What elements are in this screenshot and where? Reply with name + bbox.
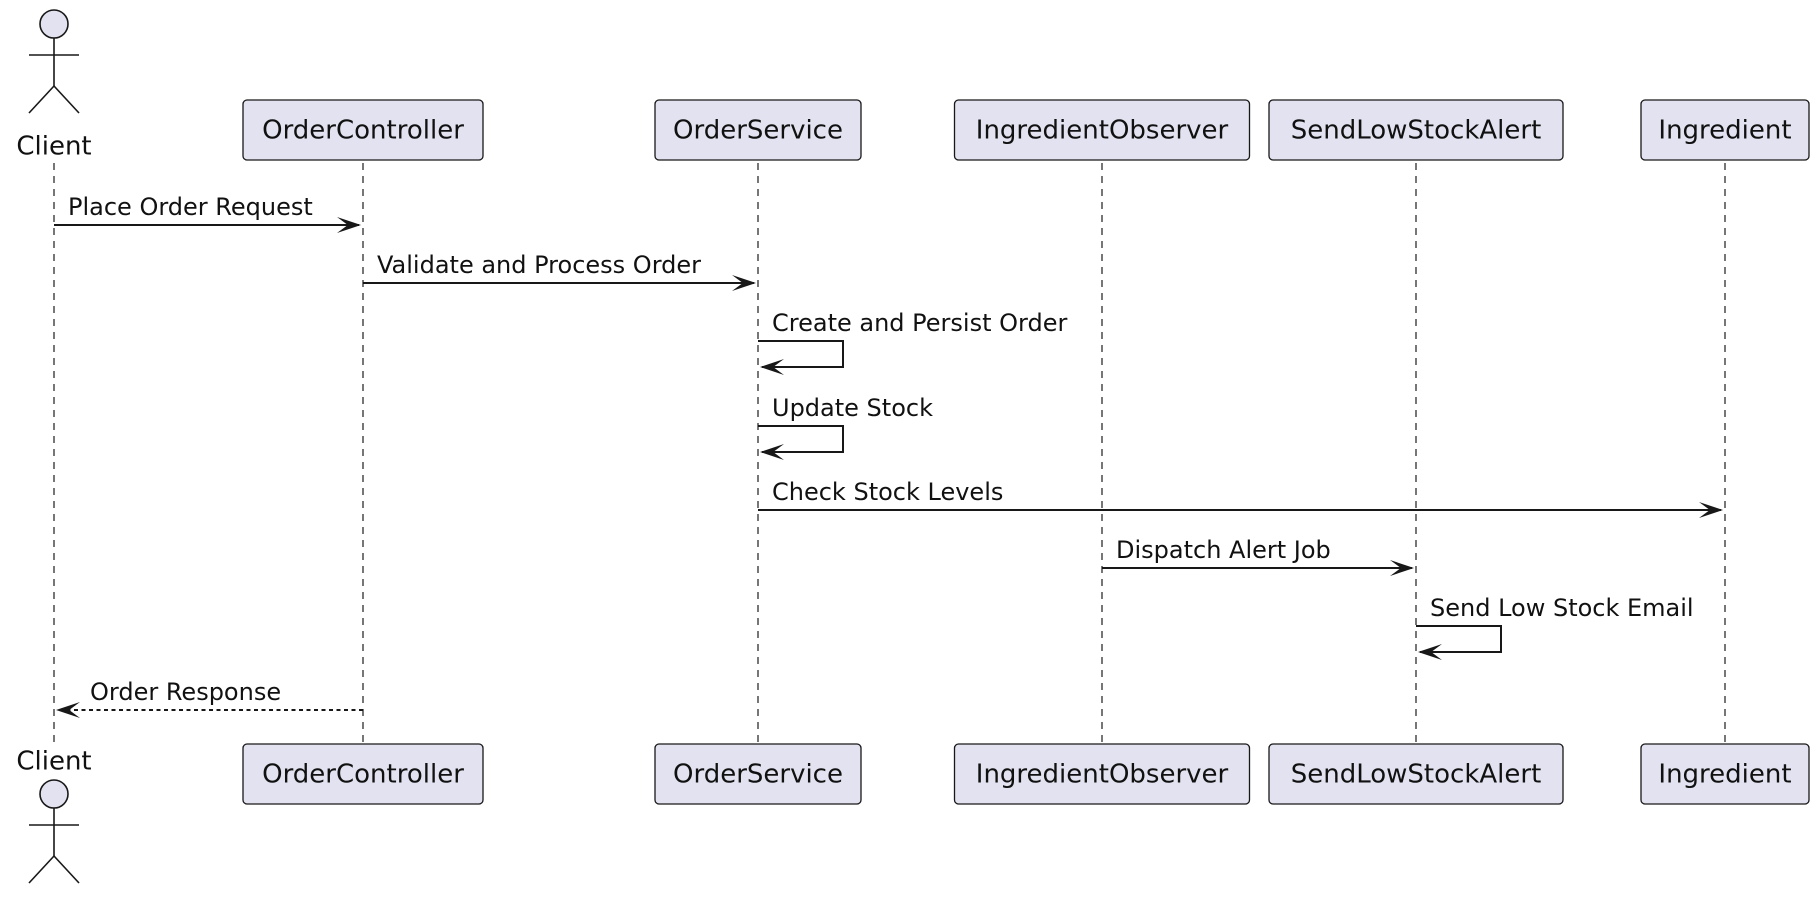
participant-send-low-stock-alert-top[interactable]: SendLowStockAlert (1268, 99, 1564, 161)
participant-ingredient-bottom[interactable]: Ingredient (1640, 743, 1810, 805)
participant-label: OrderService (673, 116, 843, 146)
actor-icon (28, 779, 80, 884)
self-message-line (758, 425, 844, 453)
arrowhead (732, 275, 756, 291)
participant-ingredient-observer-bottom[interactable]: IngredientObserver (953, 743, 1251, 805)
message-5[interactable]: Check Stock Levels (758, 478, 1723, 518)
participant-label: IngredientObserver (976, 116, 1229, 146)
participant-box (953, 99, 1251, 161)
participant-send-low-stock-alert-bottom[interactable]: SendLowStockAlert (1268, 743, 1564, 805)
participant-box (1640, 99, 1810, 161)
message-1[interactable]: Place Order Request (54, 193, 361, 233)
actor-label: Client (16, 747, 91, 777)
arrowhead (1390, 560, 1414, 576)
participant-box (1640, 743, 1810, 805)
arrowhead (337, 217, 361, 233)
actor-label: Client (16, 132, 91, 162)
message-label: Validate and Process Order (377, 251, 701, 279)
actor-client-bottom: Client (16, 747, 92, 884)
arrowhead (56, 702, 80, 718)
self-message-line (1416, 625, 1502, 653)
arrowhead (760, 359, 784, 375)
participant-label: IngredientObserver (976, 760, 1229, 790)
message-4[interactable]: Update Stock (758, 394, 933, 460)
arrowhead (1699, 502, 1723, 518)
arrowhead (1418, 644, 1442, 660)
participant-box (953, 743, 1251, 805)
participant-label: OrderService (673, 760, 843, 790)
message-label: Update Stock (772, 394, 933, 422)
message-7[interactable]: Send Low Stock Email (1416, 594, 1694, 660)
message-2[interactable]: Validate and Process Order (363, 251, 756, 291)
message-3[interactable]: Create and Persist Order (758, 309, 1067, 375)
participant-ingredient-top[interactable]: Ingredient (1640, 99, 1810, 161)
message-label: Check Stock Levels (772, 478, 1003, 506)
participant-label: OrderController (262, 116, 464, 146)
message-label: Create and Persist Order (772, 309, 1067, 337)
participant-order-controller-bottom[interactable]: OrderController (242, 743, 484, 805)
self-message-line (758, 340, 844, 368)
participant-box (654, 743, 862, 805)
message-label: Dispatch Alert Job (1116, 536, 1331, 564)
participant-label: Ingredient (1658, 760, 1791, 790)
message-6[interactable]: Dispatch Alert Job (1102, 536, 1414, 576)
actor-icon (28, 9, 80, 114)
actor-client-top: Client (16, 9, 92, 162)
participant-ingredient-observer-top[interactable]: IngredientObserver (953, 99, 1251, 161)
arrowhead (760, 444, 784, 460)
participant-box (242, 99, 484, 161)
message-8[interactable]: Order Response (56, 678, 363, 718)
participant-order-service-bottom[interactable]: OrderService (654, 743, 862, 805)
message-label: Send Low Stock Email (1430, 594, 1694, 622)
participant-order-controller-top[interactable]: OrderController (242, 99, 484, 161)
participant-box (242, 743, 484, 805)
message-label: Order Response (90, 678, 281, 706)
participant-box (1268, 743, 1564, 805)
participant-label: SendLowStockAlert (1291, 760, 1542, 790)
participant-label: OrderController (262, 760, 464, 790)
participant-label: SendLowStockAlert (1291, 116, 1542, 146)
participant-label: Ingredient (1658, 116, 1791, 146)
participant-order-service-top[interactable]: OrderService (654, 99, 862, 161)
message-label: Place Order Request (68, 193, 313, 221)
participant-box (1268, 99, 1564, 161)
participant-box (654, 99, 862, 161)
